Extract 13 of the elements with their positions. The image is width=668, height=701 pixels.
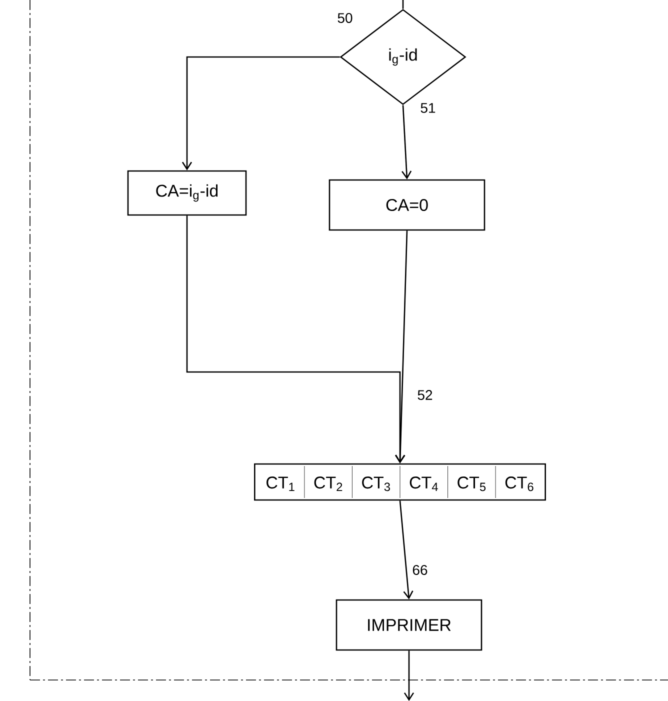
- step-number: 51: [420, 103, 436, 113]
- step-number: 50: [338, 13, 352, 23]
- process-box: CA=0: [328, 179, 486, 231]
- step-number: 52: [418, 390, 432, 400]
- process-box: IMPRIMER: [336, 599, 482, 651]
- process-table: CT$_{1}$ CT$_{2}$ CT$_{3}$ CT$_{4}$ CT$_{5}$ CT$_{6}$: [254, 463, 546, 501]
- arrow: [404, 650, 414, 701]
- arrow: [402, 105, 412, 180]
- arrow: [182, 56, 340, 170]
- arrow: [399, 500, 414, 600]
- arrow: [395, 230, 408, 464]
- step-number: 66: [412, 565, 428, 575]
- process-box: CA=i$_{g}$-id: [127, 170, 247, 216]
